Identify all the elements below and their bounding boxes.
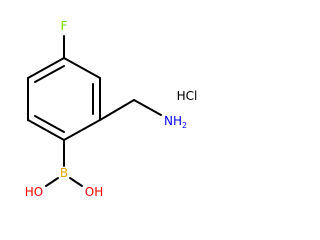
fluorine-label: F [61, 19, 68, 33]
amine-symbol: NH [164, 114, 182, 128]
hydroxyl-right-label: OH [85, 185, 103, 199]
hydroxyl-left-label: HO [25, 185, 43, 199]
structure-canvas: F NH2 B HO OH HCl [24, 19, 198, 199]
b-o-left-bond [45, 177, 59, 187]
ring-bond [27, 119, 65, 141]
ring-double-bond [34, 65, 65, 83]
boron-label: B [60, 166, 68, 180]
ring-bond [63, 119, 101, 141]
hcl-salt-label: HCl [177, 89, 198, 103]
ring-bond [63, 57, 101, 79]
ring-double-bond [34, 115, 65, 133]
benzene-ring [27, 57, 101, 141]
amine-label: NH2 [164, 114, 187, 130]
amine-subscript: 2 [182, 121, 187, 130]
ring-bond [27, 57, 65, 79]
molecule-diagram: F NH2 B HO OH HCl [25, 19, 198, 199]
ch2-n-bond [133, 99, 162, 116]
ring-ch2-bond [99, 99, 135, 121]
b-o-right-bond [69, 177, 83, 187]
